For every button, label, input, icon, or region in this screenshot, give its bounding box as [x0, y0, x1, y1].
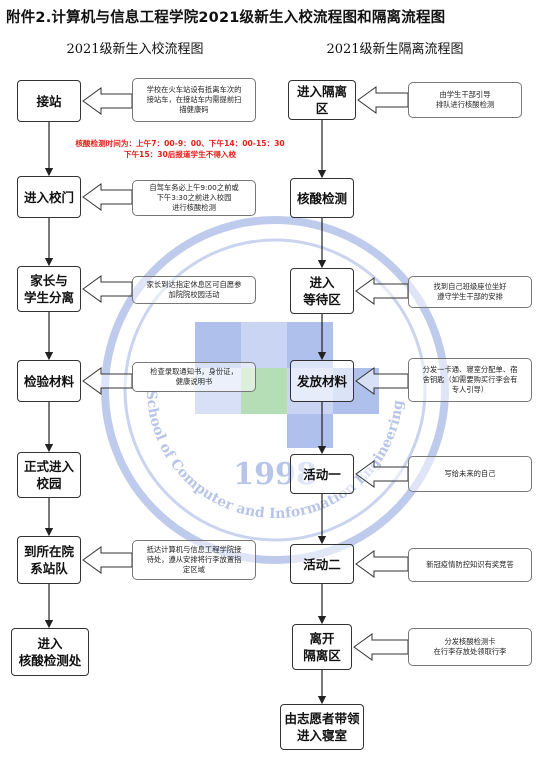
left-step-pickup: 接站 [17, 80, 81, 122]
left-flow-title: 2021级新生入校流程图 [66, 42, 204, 57]
nucleic-test-time-notice: 核酸检测时间为：上午7：00-9：00、下午14：00-15：30 下午15：3… [75, 139, 285, 159]
right-callout-arrow [357, 86, 409, 114]
left-step-nucleic-test-point: 进入 核酸检测处 [11, 628, 89, 676]
right-step-leave-isolation: 离开 隔离区 [292, 624, 352, 670]
right-note-leave-isolation: 分发核酸检测卡 在行李存放处领取行李 [408, 628, 532, 666]
left-step-enter-gate: 进入校门 [17, 176, 81, 218]
left-callout-arrow [82, 546, 133, 574]
left-step-enter-campus: 正式进入 校园 [17, 452, 81, 498]
right-callout-arrow [355, 277, 409, 305]
left-note-parent-separation: 家长到达指定休息区可自愿参 加院院校园活动 [132, 276, 256, 304]
right-step-activity-one: 活动一 [290, 454, 354, 494]
right-note-waiting-area: 找到自己班级座位坐好 遵守学生干部的安排 [408, 276, 532, 308]
right-callout-arrow [355, 550, 409, 578]
left-note-enter-gate: 自驾车务必上午9:00之前或 下午3:30之前进入校园 进行核酸检测 [132, 180, 256, 216]
right-callout-arrow [355, 460, 409, 488]
emblem-arc-text: School of Computer and Information Engin… [143, 389, 407, 522]
right-step-waiting-area: 进入 等待区 [290, 268, 354, 314]
page-title: 附件2.计算机与信息工程学院2021级新生入校流程图和隔离流程图 [6, 10, 446, 26]
left-step-department-queue: 到所在院 系站队 [17, 536, 81, 584]
right-step-volunteer-to-dorm: 由志愿者带领 进入寝室 [280, 704, 364, 750]
right-callout-arrow [353, 633, 409, 661]
left-callout-arrow [82, 275, 133, 303]
left-note-department-queue: 抵达计算机与信息工程学院接 待处，遵从安排将行李放置指 定区域 [132, 540, 256, 580]
left-note-check-documents: 检查录取通知书，身份证， 健康说明书 [132, 362, 256, 392]
right-note-enter-isolation: 由学生干部引导 排队进行核酸检测 [408, 82, 522, 118]
left-callout-arrow [82, 367, 133, 395]
right-step-distribute-materials: 发放材料 [290, 360, 354, 402]
right-step-nucleic-test: 核酸检测 [290, 178, 354, 218]
left-note-pickup: 学校在火车站设有抵离车次的 接站车，在接站车内需提前扫 描健康码 [132, 78, 256, 122]
left-step-check-documents: 检验材料 [17, 360, 81, 402]
right-callout-arrow [355, 367, 409, 395]
right-note-activity-two: 新冠疫情防控知识有奖竞答 [408, 548, 532, 582]
left-callout-arrow [82, 183, 133, 211]
right-step-activity-two: 活动二 [290, 544, 354, 584]
right-note-activity-one: 写给未来的自己 [408, 456, 532, 492]
left-step-parent-separation: 家长与 学生分离 [17, 266, 81, 312]
left-callout-arrow [82, 87, 133, 115]
right-flow-title: 2021级新生隔离流程图 [326, 42, 464, 57]
right-step-enter-isolation: 进入隔离区 [288, 80, 356, 120]
right-note-distribute-materials: 分发一卡通、寝室分配单、宿 舍钥匙（如需要购买行李会有 专人引导） [408, 358, 532, 402]
